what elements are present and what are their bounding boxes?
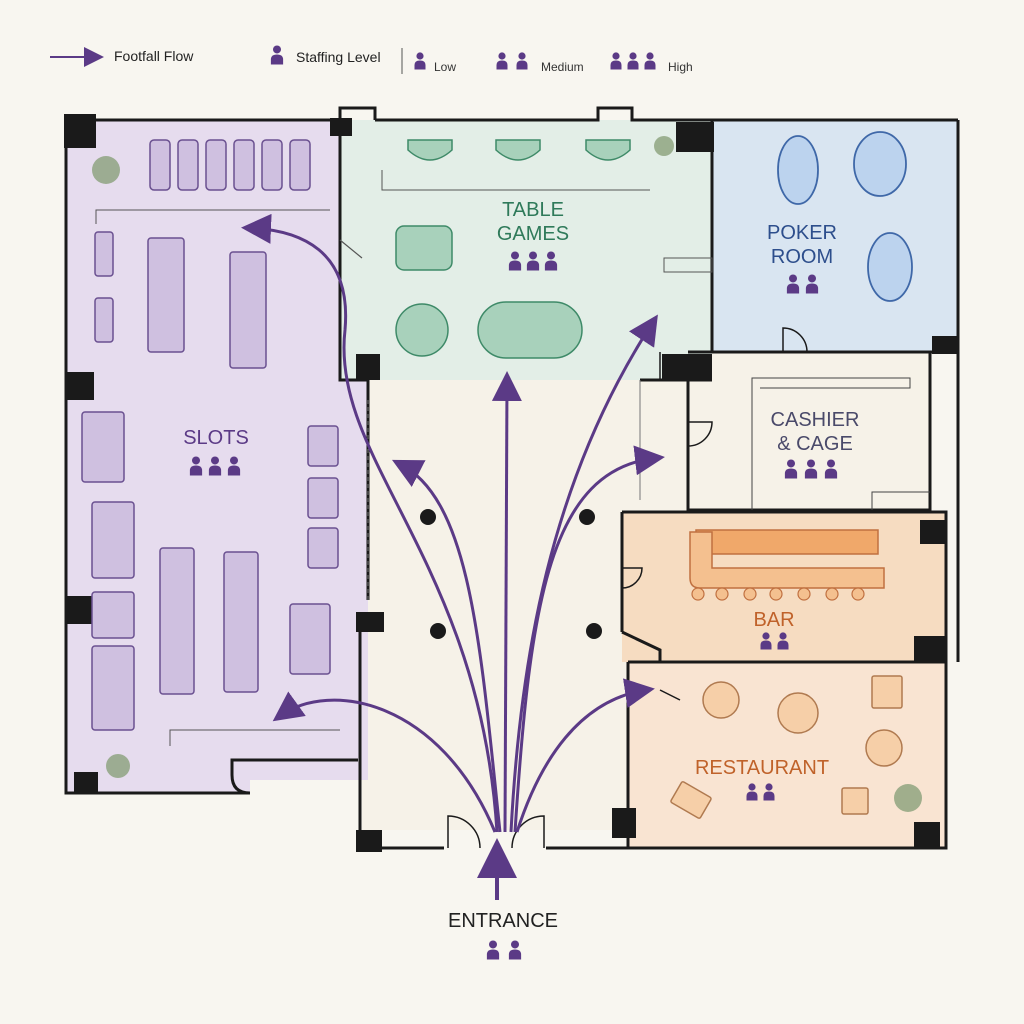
- cashier-label-line2: & CAGE: [777, 433, 853, 455]
- poker-tables: [777, 131, 913, 302]
- person-icon: [414, 52, 426, 70]
- person-icon: [270, 45, 284, 65]
- bar-counter: [689, 529, 885, 589]
- slots-label: SLOTS: [183, 427, 249, 449]
- restaurant-tables: [670, 675, 903, 819]
- restaurant-label: RESTAURANT: [695, 757, 829, 779]
- legend-flow-label: Footfall Flow: [114, 48, 194, 64]
- table-games-label-line2: GAMES: [497, 223, 569, 245]
- wall-columns: [64, 114, 958, 852]
- bar-stools: [691, 587, 865, 601]
- game-tables: [395, 139, 631, 359]
- legend-high-label: High: [668, 60, 693, 74]
- plant-icon: [92, 136, 922, 812]
- person-icon: [610, 52, 622, 70]
- flow-to-slots-mid: [392, 459, 502, 833]
- flow-to-table-games: [491, 371, 522, 833]
- person-icon: [627, 52, 639, 70]
- flow-to-slots-top: [241, 213, 499, 833]
- flow-to-cashier: [513, 445, 665, 833]
- entrance-label: ENTRANCE: [448, 910, 558, 932]
- walls: [64, 106, 960, 850]
- person-icon: [516, 52, 528, 70]
- legend-staffing-label: Staffing Level: [296, 49, 381, 65]
- poker-room-label-line1: POKER: [767, 222, 837, 244]
- table-games-staffing-high: [508, 251, 558, 271]
- footfall-flow-arrows: [241, 213, 665, 833]
- slot-machines: [81, 139, 339, 731]
- cashier-staffing-high: [784, 459, 838, 479]
- bar-label: BAR: [753, 609, 794, 631]
- legend-medium-label: Medium: [541, 60, 584, 74]
- slots-staffing-high: [189, 456, 241, 476]
- person-icon: [644, 52, 656, 70]
- poker-room-label-line2: ROOM: [771, 246, 833, 268]
- legend: Footfall Flow Staffing Level Low Medium …: [50, 45, 693, 74]
- flow-to-restaurant: [515, 678, 655, 833]
- legend-low-label: Low: [434, 60, 456, 74]
- lobby-pillars: [420, 509, 602, 639]
- poker-room-area: [712, 120, 958, 352]
- flow-to-slots-bottom: [272, 691, 497, 833]
- flow-to-poker: [509, 314, 658, 833]
- person-icon: [496, 52, 508, 70]
- entrance-staffing-medium: [486, 940, 522, 960]
- cashier-label-line1: CASHIER: [771, 409, 860, 431]
- table-games-label-line1: TABLE: [502, 199, 564, 221]
